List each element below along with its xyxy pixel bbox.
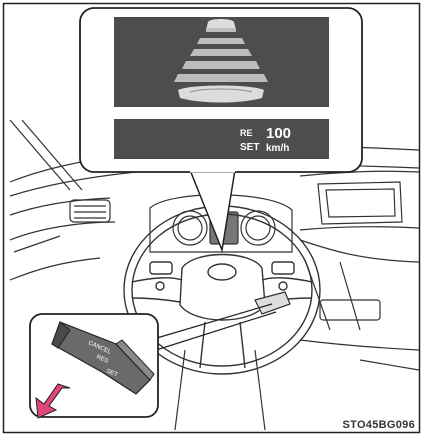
set-speed-unit: km/h bbox=[266, 143, 289, 154]
figure-code: STO45BG096 bbox=[342, 419, 415, 431]
cruise-lever-small bbox=[255, 292, 290, 314]
cruise-icon-label: RE bbox=[240, 128, 253, 138]
display-lower-panel bbox=[114, 119, 329, 159]
inset-pointer-line bbox=[150, 304, 272, 340]
set-label: SET bbox=[240, 142, 259, 153]
set-speed-value: 100 bbox=[266, 125, 291, 142]
inset-pointer-line-2 bbox=[150, 312, 276, 352]
